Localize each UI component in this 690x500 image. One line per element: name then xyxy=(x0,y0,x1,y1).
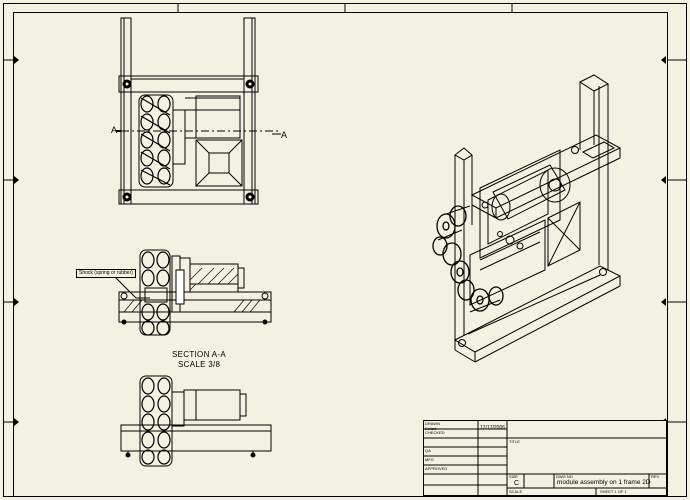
front-view xyxy=(120,375,272,467)
mfg-label: MFG xyxy=(425,457,434,462)
section-scale: SCALE 3/8 xyxy=(178,360,221,369)
drawn-label: DRAWN xyxy=(425,421,440,426)
zone-ticks xyxy=(3,3,686,423)
rev-label: REV xyxy=(651,474,660,479)
scale-label: SCALE xyxy=(509,489,523,494)
isometric-view xyxy=(432,74,622,363)
sheet-text: SHEET 1 OF 1 xyxy=(600,489,627,494)
section-view xyxy=(111,249,272,336)
dwg-label: DWG NO xyxy=(556,474,573,479)
checked-label: CHECKED xyxy=(425,430,445,435)
qa-label: QA xyxy=(425,448,431,453)
dwg-value: module assembly on 1 frame 2D xyxy=(557,479,651,486)
approved-label: APPROVED xyxy=(425,466,448,471)
title-label: TITLE xyxy=(509,439,520,444)
drawn-name: Eckart xyxy=(425,426,437,431)
section-title: SECTION A-A xyxy=(172,350,226,359)
top-view xyxy=(116,17,281,205)
size-label: SIZE xyxy=(509,474,518,479)
inner-border xyxy=(13,12,668,497)
size-value: C xyxy=(514,480,520,487)
title-block xyxy=(423,420,667,496)
section-marker-left: A xyxy=(111,125,118,135)
drawn-date: 12/17/2006 xyxy=(480,425,506,431)
shock-callout-label: Shock (spring or rubber) xyxy=(76,269,136,278)
section-marker-right: A xyxy=(281,130,288,140)
